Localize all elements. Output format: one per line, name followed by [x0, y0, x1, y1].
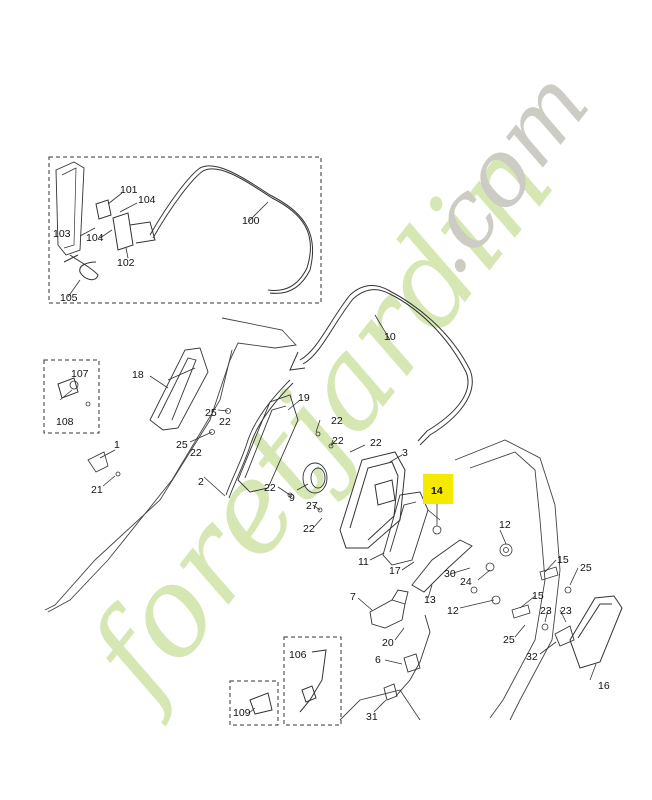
part-labels: 100 101 104 103 104 102 105 10 18 19 107…: [53, 184, 610, 723]
inset-leaders: [67, 192, 269, 298]
watermark: foretjardin .com: [56, 52, 610, 730]
label-27[interactable]: 27: [306, 500, 318, 512]
label-3[interactable]: 3: [402, 447, 408, 459]
label-102[interactable]: 102: [117, 257, 135, 269]
part-19-cover: [237, 394, 299, 493]
part-7-grip: [369, 589, 409, 629]
label-106[interactable]: 106: [289, 649, 307, 661]
label-101[interactable]: 101: [120, 184, 138, 196]
label-23-a[interactable]: 23: [540, 605, 552, 617]
part-32-bracket: [554, 625, 575, 647]
part-16-cap: [569, 595, 623, 669]
part-18-cover: [149, 347, 209, 431]
small-hardware: [69, 380, 572, 631]
cable-ends: [383, 614, 431, 701]
label-17[interactable]: 17: [389, 565, 401, 577]
label-107[interactable]: 107: [71, 368, 89, 380]
handle-frame: [44, 317, 561, 721]
label-25-d[interactable]: 25: [503, 634, 515, 646]
label-100[interactable]: 100: [242, 215, 260, 227]
label-31[interactable]: 31: [366, 711, 378, 723]
label-12-b[interactable]: 12: [447, 605, 459, 617]
label-14[interactable]: 14: [431, 485, 443, 497]
label-22-a[interactable]: 22: [219, 416, 231, 428]
label-12-a[interactable]: 12: [499, 519, 511, 531]
label-18[interactable]: 18: [132, 369, 144, 381]
label-32[interactable]: 32: [526, 651, 538, 663]
label-22-g[interactable]: 22: [303, 523, 315, 535]
label-30[interactable]: 30: [444, 568, 456, 580]
inset-106-box: [283, 636, 342, 726]
cable-10: [289, 285, 473, 446]
label-22-b[interactable]: 22: [190, 447, 202, 459]
label-23-b[interactable]: 23: [560, 605, 572, 617]
label-22-c[interactable]: 22: [331, 415, 343, 427]
inset-cable-box: [48, 156, 322, 304]
label-21[interactable]: 21: [91, 484, 103, 496]
part-9-knob: [302, 462, 328, 494]
label-9[interactable]: 9: [289, 492, 295, 504]
label-16[interactable]: 16: [598, 680, 610, 692]
label-19[interactable]: 19: [298, 392, 310, 404]
label-22-e[interactable]: 22: [370, 437, 382, 449]
inset-107-box: [43, 359, 100, 434]
label-105[interactable]: 105: [60, 292, 78, 304]
label-22-f[interactable]: 22: [264, 482, 276, 494]
part-13-lever: [411, 539, 473, 593]
label-20[interactable]: 20: [382, 637, 394, 649]
label-15-b[interactable]: 15: [532, 590, 544, 602]
label-24[interactable]: 24: [460, 576, 472, 588]
leader-lines: [59, 314, 597, 714]
highlight-box-14: [423, 474, 453, 504]
label-10[interactable]: 10: [384, 331, 396, 343]
label-7[interactable]: 7: [350, 591, 356, 603]
label-103[interactable]: 103: [53, 228, 71, 240]
label-22-d[interactable]: 22: [332, 435, 344, 447]
label-6[interactable]: 6: [375, 654, 381, 666]
label-11[interactable]: 11: [358, 556, 369, 568]
label-13[interactable]: 13: [424, 594, 436, 606]
label-25-b[interactable]: 25: [176, 439, 188, 451]
label-108[interactable]: 108: [56, 416, 74, 428]
label-25-c[interactable]: 25: [580, 562, 592, 574]
label-104-b[interactable]: 104: [86, 232, 104, 244]
label-25-a[interactable]: 25: [205, 407, 217, 419]
label-1[interactable]: 1: [114, 439, 120, 451]
label-15-a[interactable]: 15: [557, 554, 569, 566]
label-2[interactable]: 2: [198, 476, 204, 488]
label-104-a[interactable]: 104: [138, 194, 156, 206]
label-109[interactable]: 109: [233, 707, 251, 719]
